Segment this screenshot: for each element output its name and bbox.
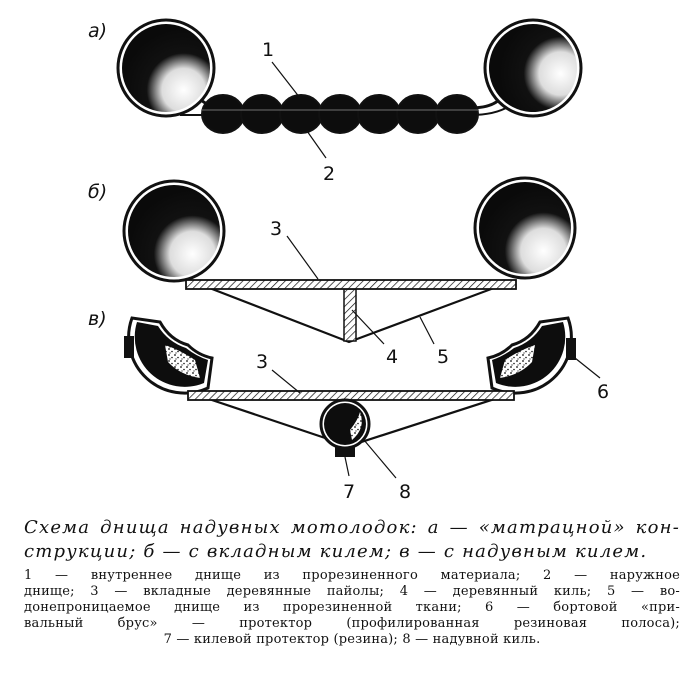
waterproof-bottom xyxy=(193,280,511,344)
wooden-keel xyxy=(343,288,357,342)
legend-line: донепроницаемое днище из прорезиненной т… xyxy=(24,600,680,615)
side-protector-right xyxy=(566,338,576,360)
panel-b: б) 3 4 5 xyxy=(88,176,577,368)
caption-title-line1: Схема днища надувных мотолодок: а — «мат… xyxy=(24,517,680,538)
legend-line: вальный брус» — протектор (профилированн… xyxy=(24,616,680,631)
caption-legend: 1 — внутреннее днище из прорезиненного м… xyxy=(24,568,680,648)
caption-title-line2: струкции; б — с вкладным килем; в — с на… xyxy=(24,541,648,562)
label-b: б) xyxy=(88,181,107,203)
callout-4: 4 xyxy=(386,346,398,368)
callout-6: 6 xyxy=(597,381,609,403)
callout-8: 8 xyxy=(399,481,411,503)
floorboards-b xyxy=(185,279,517,290)
callout-3b: 3 xyxy=(256,351,268,373)
keel-protector xyxy=(335,447,355,457)
boat-bottom-diagram: а) 1 2 б) xyxy=(88,18,609,503)
floorboards-v xyxy=(187,390,515,401)
legend-line: 7 — килевой протектор (резина); 8 — наду… xyxy=(163,632,541,647)
side-protector-left xyxy=(124,336,134,358)
figure-caption: Схема днища надувных мотолодок: а — «мат… xyxy=(24,516,680,648)
legend-line: днище; 3 — вкладные деревянные пайолы; 4… xyxy=(24,584,680,599)
callout-3: 3 xyxy=(270,218,282,240)
callout-2: 2 xyxy=(323,163,335,185)
callout-1: 1 xyxy=(262,39,274,61)
callout-7: 7 xyxy=(343,481,355,503)
label-v: в) xyxy=(88,308,107,330)
panel-a: а) 1 2 xyxy=(88,18,583,185)
label-a: а) xyxy=(88,20,107,42)
panel-v: в) 3 6 7 8 xyxy=(88,308,609,503)
callout-5: 5 xyxy=(437,346,449,368)
legend-line: 1 — внутреннее днище из прорезиненного м… xyxy=(24,568,680,583)
mattress-chambers xyxy=(201,94,479,134)
